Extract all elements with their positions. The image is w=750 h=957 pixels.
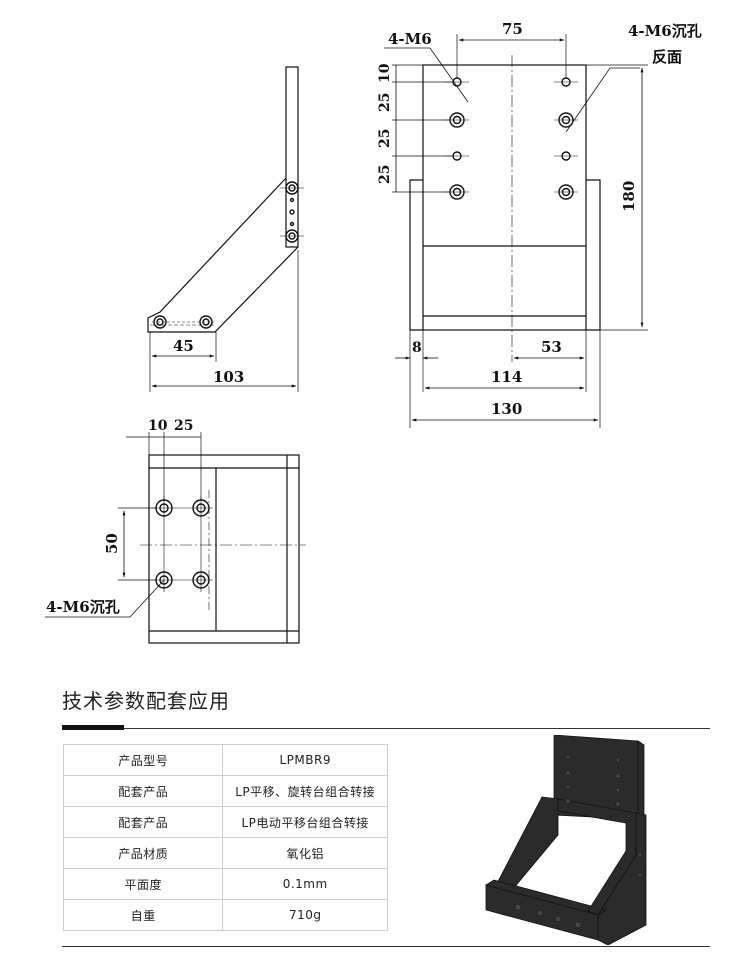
table-row: 产品材质 氧化铝 [62,837,388,869]
side-view [147,66,304,392]
spec-value: LPMBR9 [222,744,388,776]
table-row: 产品型号 LPMBR9 [62,744,388,776]
front-label-4-m6-countersunk: 4-M6沉孔 [628,22,702,40]
technical-drawings: 45 103 [45,20,702,644]
top-dim-25: 25 [174,418,193,434]
spec-value: LP电动平移台组合转接 [222,806,388,838]
spec-key: 自重 [62,899,224,931]
spec-key: 产品材质 [62,837,224,869]
spec-table: 产品型号 LPMBR9 配套产品 LP平移、旋转台组合转接 配套产品 LP电动平… [62,744,388,931]
section-title: 技术参数配套应用 [62,689,230,713]
spec-key: 配套产品 [62,806,224,838]
front-dim-10: 10 [377,63,393,83]
front-dim-25-a: 25 [377,93,393,112]
side-dim-103: 103 [213,368,244,386]
front-dim-130: 130 [491,400,522,418]
spec-value: LP平移、旋转台组合转接 [222,775,388,807]
table-row: 配套产品 LP平移、旋转台组合转接 [62,775,388,807]
front-label-4-m6: 4-M6 [388,30,432,48]
table-row: 自重 710g [62,899,388,931]
spec-key: 平面度 [62,868,224,900]
top-dim-10: 10 [148,418,168,434]
spec-key: 配套产品 [62,775,224,807]
product-photo [485,735,647,945]
front-dim-53: 53 [541,338,562,356]
title-divider [62,728,710,729]
top-dim-50: 50 [103,533,121,554]
title-accent-bar [62,725,124,730]
top-label-4-m6-countersunk: 4-M6沉孔 [46,598,120,616]
front-dim-75: 75 [502,20,523,38]
front-view [384,34,648,428]
table-row: 平面度 0.1mm [62,868,388,900]
spec-value: 0.1mm [222,868,388,900]
bottom-divider [62,946,710,947]
table-row: 配套产品 LP电动平移台组合转接 [62,806,388,838]
spec-value: 710g [222,899,388,931]
spec-value: 氧化铝 [222,837,388,869]
front-label-reverse-side: 反面 [652,48,682,66]
side-dim-45: 45 [173,337,194,355]
spec-key: 产品型号 [62,744,224,776]
top-view [45,432,306,644]
front-dim-25-b: 25 [377,129,393,148]
front-dim-180: 180 [620,181,638,212]
front-dim-25-c: 25 [377,165,393,184]
front-dim-8: 8 [412,340,422,356]
front-dim-114: 114 [491,368,522,386]
